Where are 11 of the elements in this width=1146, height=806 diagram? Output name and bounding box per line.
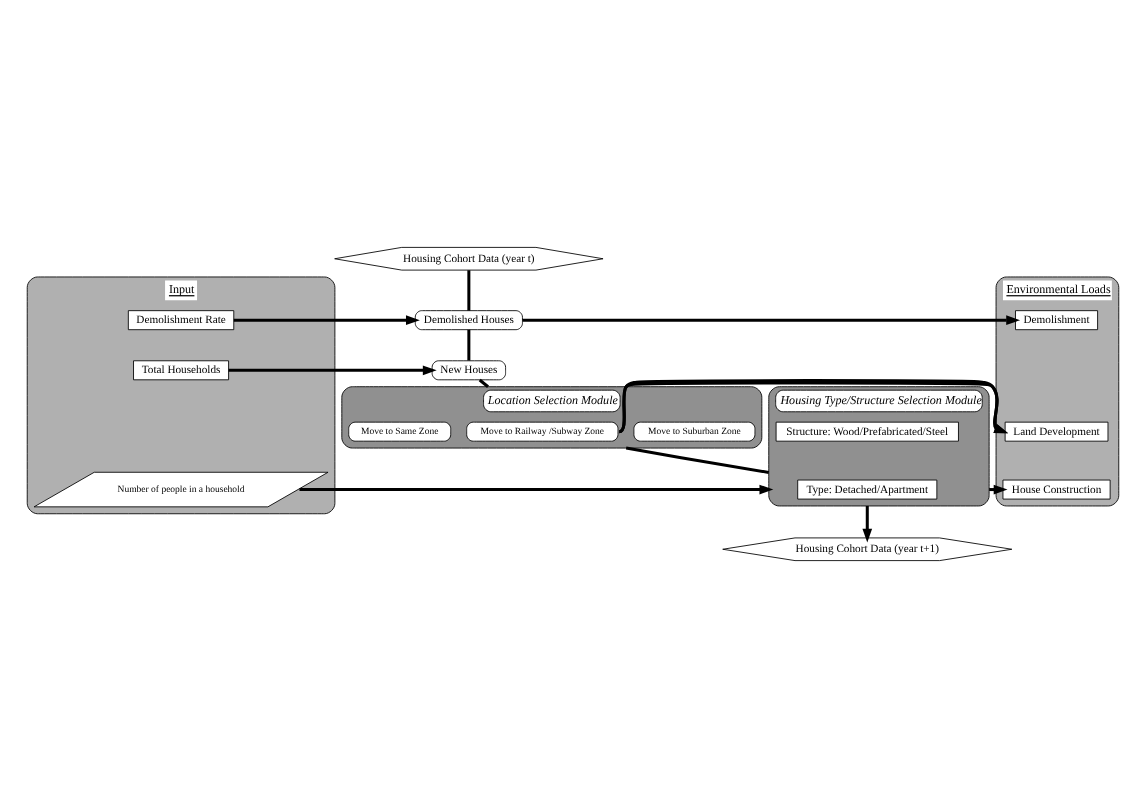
arrow xyxy=(299,483,774,494)
arrow xyxy=(862,505,873,542)
arrow xyxy=(618,378,1009,433)
connector xyxy=(467,328,471,360)
connector xyxy=(625,445,769,473)
connector xyxy=(467,269,471,310)
arrow xyxy=(989,483,1008,494)
arrow xyxy=(228,364,437,375)
connector xyxy=(478,377,489,387)
arrow xyxy=(522,314,1021,324)
arrow xyxy=(233,314,420,324)
